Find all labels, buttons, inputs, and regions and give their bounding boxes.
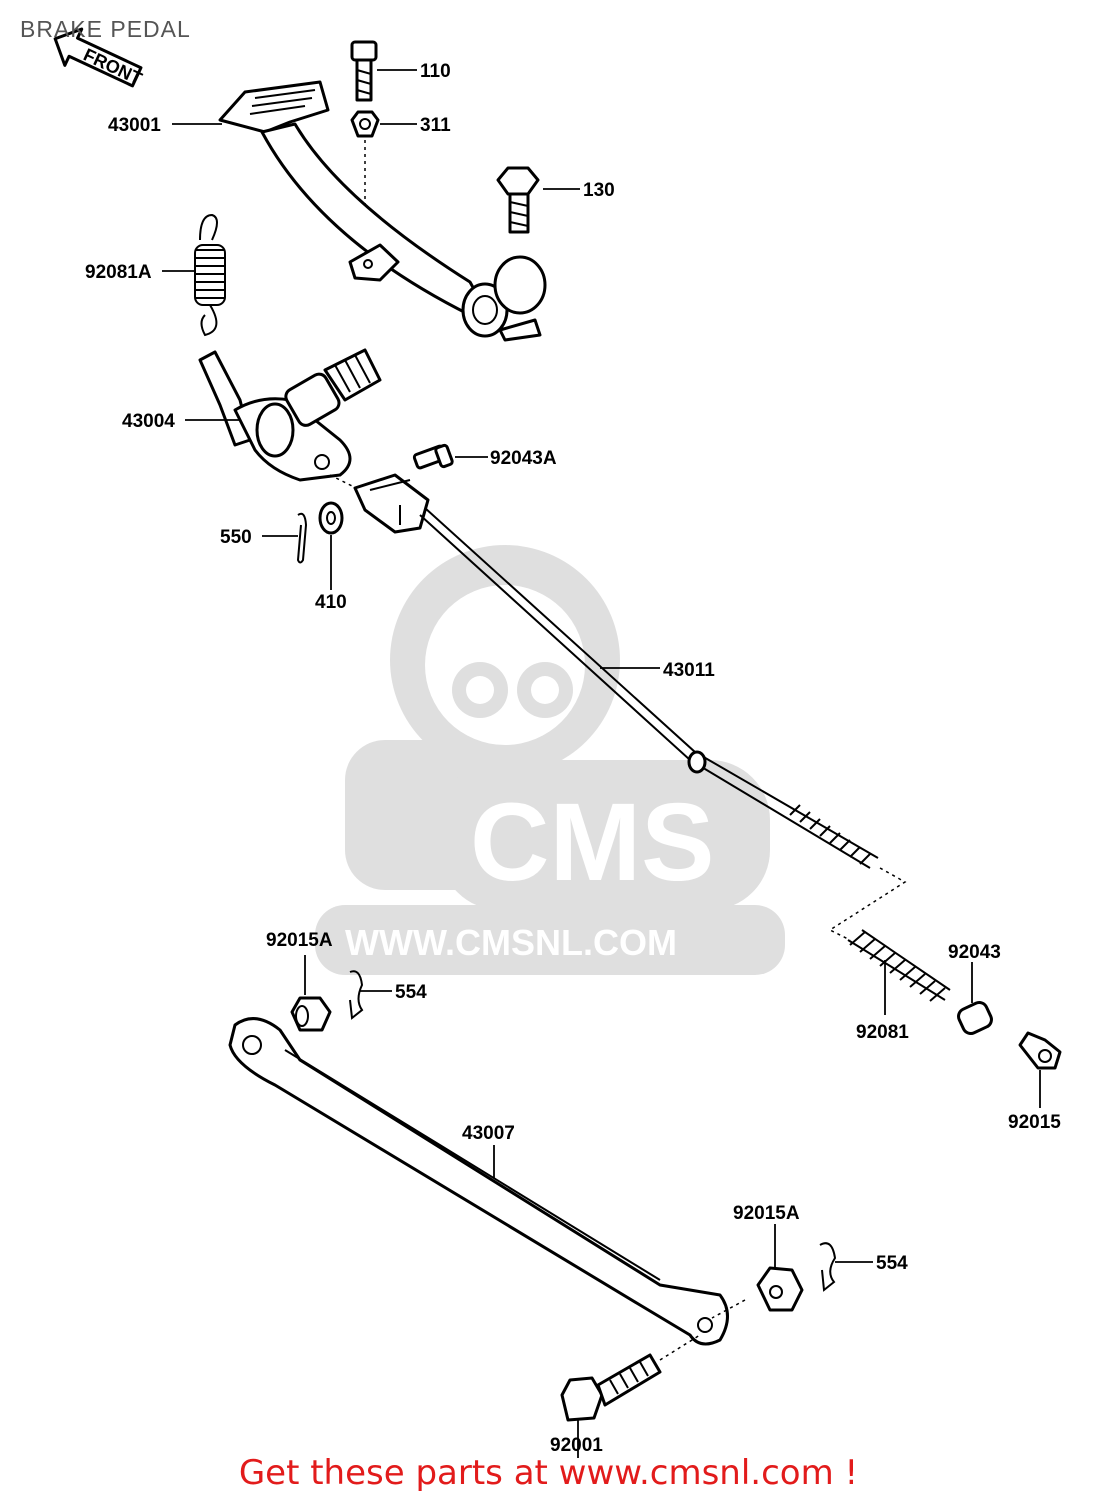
- part-label-92081A: 92081A: [85, 262, 152, 283]
- part-label-554-bottom: 554: [876, 1253, 908, 1274]
- part-label-92015: 92015: [1008, 1112, 1061, 1133]
- nut-92015: [1018, 1031, 1062, 1070]
- brake-rod-43011: [353, 473, 879, 869]
- front-arrow-label: FRONT: [80, 45, 145, 89]
- watermark-brand: CMS: [470, 781, 714, 904]
- part-label-43001: 43001: [108, 115, 161, 136]
- clip-554-top: [349, 970, 364, 1020]
- part-labels: 110 311 43001 130 92081A 43004 92043A 55…: [85, 61, 1061, 1456]
- part-label-554-top: 554: [395, 982, 427, 1003]
- part-label-92015A-top: 92015A: [266, 930, 333, 951]
- part-label-92043A: 92043A: [490, 448, 557, 469]
- part-label-550: 550: [220, 527, 252, 548]
- bolt-92001: [560, 1353, 662, 1422]
- part-label-92043: 92043: [948, 942, 1001, 963]
- cotter-pin-550: [296, 512, 308, 564]
- spring-92081: [847, 929, 951, 1002]
- nut-311: [350, 110, 380, 138]
- spring-92081A: [194, 213, 226, 337]
- clip-554-bottom: [819, 1242, 837, 1292]
- washer-410: [318, 501, 344, 535]
- pedal-shaft-43004: [198, 348, 382, 482]
- nut-92015A-top: [290, 996, 332, 1032]
- joint-92043: [957, 1001, 993, 1035]
- bolt-130: [496, 166, 540, 234]
- brake-pedal-43001: [218, 80, 547, 342]
- part-label-92081: 92081: [856, 1022, 909, 1043]
- footer-promo-link[interactable]: Get these parts at www.cmsnl.com !: [238, 1453, 859, 1493]
- watermark-url: WWW.CMSNL.COM: [345, 922, 677, 963]
- bolt-110: [350, 40, 378, 102]
- part-label-43007: 43007: [462, 1123, 515, 1144]
- part-label-92001: 92001: [550, 1435, 603, 1456]
- page-title: BRAKE PEDAL: [20, 16, 191, 42]
- part-label-130: 130: [583, 180, 615, 201]
- part-label-311: 311: [420, 115, 451, 136]
- leader-lines: [162, 69, 1041, 1458]
- part-label-410: 410: [315, 592, 347, 613]
- nut-92015A-bottom: [756, 1266, 804, 1312]
- cms-watermark: CMS WWW.CMSNL.COM: [315, 545, 785, 975]
- part-label-43004: 43004: [122, 411, 175, 432]
- part-label-43011: 43011: [663, 660, 715, 681]
- torque-link-43007: [228, 1017, 729, 1346]
- part-label-110: 110: [420, 61, 451, 82]
- pin-92043A: [412, 443, 454, 470]
- part-label-92015A-bottom: 92015A: [733, 1203, 800, 1224]
